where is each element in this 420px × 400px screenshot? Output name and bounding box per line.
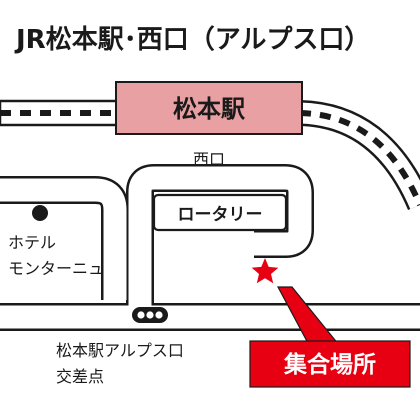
map-title: JR松本駅･西口（アルプス口） xyxy=(14,25,370,55)
roads xyxy=(0,164,420,331)
meeting-point-star-icon xyxy=(251,258,279,284)
rotary-label: ロータリー xyxy=(178,205,263,225)
hotel-label-line1: ホテル xyxy=(8,233,56,252)
intersection-label-line2: 交差点 xyxy=(56,367,104,386)
traffic-signal-icon xyxy=(132,307,168,323)
hotel-marker-icon xyxy=(32,205,48,221)
hotel-label-line2: モンターニュ xyxy=(8,259,104,278)
station-name: 松本駅 xyxy=(173,95,245,123)
meeting-point-label: 集合場所 xyxy=(283,351,376,378)
rotary-island xyxy=(152,193,288,232)
intersection-label-line1: 松本駅アルプス口 xyxy=(56,341,184,360)
meeting-point-callout xyxy=(249,340,411,388)
station-building xyxy=(115,81,303,135)
curved-railway xyxy=(299,100,420,211)
